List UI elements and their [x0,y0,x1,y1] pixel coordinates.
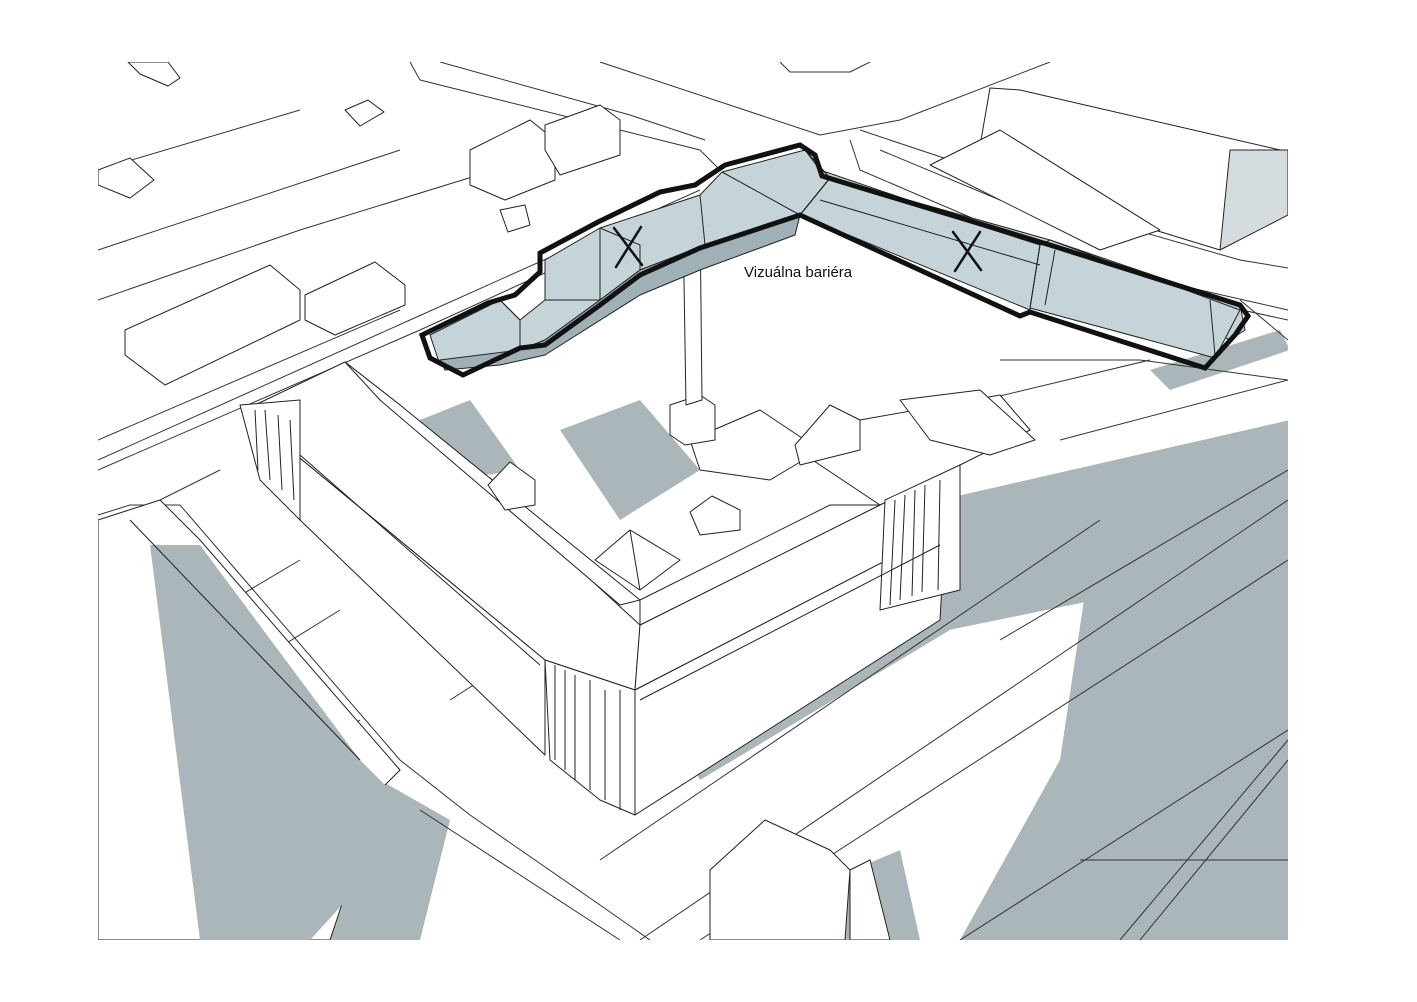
barrier-label: Vizuálna bariéra [744,264,853,281]
dormer-c [794,404,861,466]
x-mark-west [612,225,644,269]
x-mark-east [951,230,983,273]
courtyard-annex-dormer [899,389,1036,456]
corner-tower-left [239,399,301,521]
barrier-outline [418,142,1252,378]
barrier-east-end [1029,239,1241,359]
street-network [98,62,1288,940]
main-courtyard-building [239,213,1036,816]
bottom-left-building [98,499,420,940]
dormer-b [689,495,741,536]
courtyard-annex [689,409,821,481]
courtyard-gazebo [594,529,681,591]
removal-marks [612,225,983,273]
bottom-center-buildings [709,819,891,940]
small-houses [98,62,621,386]
dormer-a [487,461,536,511]
building-top-right [929,87,1288,251]
